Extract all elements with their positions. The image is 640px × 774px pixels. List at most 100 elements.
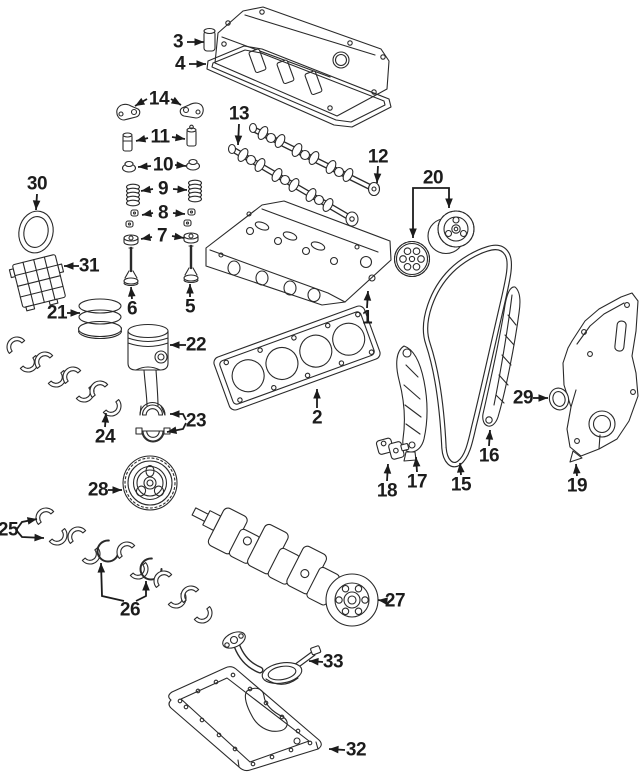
part-oil-pan (168, 666, 322, 772)
callout-25-arrowhead (34, 533, 44, 542)
callout-30-arrowhead (32, 200, 41, 210)
callout-16-arrowhead (485, 430, 494, 440)
callout-31[interactable]: 31 (78, 255, 100, 277)
callout-11[interactable]: 11 (150, 126, 170, 148)
callout-9-arrowhead (141, 185, 151, 194)
callout-17[interactable]: 17 (406, 471, 428, 493)
callout-25-arrowhead (26, 517, 37, 525)
callout-27[interactable]: 27 (384, 590, 406, 612)
callout-7[interactable]: 7 (156, 225, 168, 247)
callout-15[interactable]: 15 (450, 474, 472, 496)
callout-32[interactable]: 32 (345, 739, 367, 761)
callout-7-arrowhead (141, 233, 152, 242)
callout-20[interactable]: 20 (422, 167, 444, 189)
callout-26-arrowhead (142, 581, 150, 591)
part-crank-rear-seal (18, 210, 54, 254)
part-crank-front-seal (548, 387, 570, 411)
part-valves (123, 244, 199, 287)
callout-29-arrowhead (538, 394, 548, 402)
part-rocker-arms (116, 102, 204, 121)
callout-5-arrowhead (186, 284, 194, 294)
part-valve-cover-gasket (206, 45, 392, 128)
part-lash-adjusters (122, 124, 197, 152)
part-piston-connecting-rod (127, 323, 171, 443)
callout-13[interactable]: 13 (228, 103, 250, 125)
callout-17-arrowhead (412, 457, 421, 467)
callout-23-arrowhead (167, 426, 178, 434)
callout-12[interactable]: 12 (367, 146, 389, 168)
callout-21-arrowhead (70, 309, 80, 317)
callout-30[interactable]: 30 (26, 173, 48, 195)
part-crankshaft (191, 507, 379, 627)
callout-24[interactable]: 24 (94, 426, 116, 448)
callout-24-arrowhead (101, 413, 110, 423)
callout-31-arrowhead (64, 262, 74, 270)
callout-26-leader (135, 581, 147, 602)
callout-15-arrowhead (457, 463, 465, 473)
part-spring-retainers (121, 158, 201, 173)
part-valve-springs (125, 179, 203, 207)
callout-29[interactable]: 29 (512, 387, 534, 409)
callout-3[interactable]: 3 (172, 31, 184, 53)
callout-28[interactable]: 28 (87, 479, 109, 501)
part-head-gasket (213, 305, 381, 411)
callout-8-arrowhead (175, 209, 185, 217)
callout-20-leader (433, 187, 450, 208)
callout-19[interactable]: 19 (566, 475, 588, 497)
callout-21[interactable]: 21 (46, 302, 68, 324)
callout-2[interactable]: 2 (311, 407, 323, 429)
callout-18-arrowhead (383, 464, 392, 474)
callout-23[interactable]: 23 (185, 410, 207, 432)
callout-7-arrowhead (174, 232, 184, 241)
part-oil-pickup-tube (222, 631, 322, 685)
callout-14-arrowhead (170, 96, 181, 105)
callout-4-arrowhead (196, 60, 206, 68)
callout-9[interactable]: 9 (157, 178, 169, 200)
callout-13-arrowhead (234, 135, 243, 145)
part-spring-seats (123, 232, 199, 246)
part-camshaft-13 (227, 143, 359, 227)
callout-10-arrowhead (138, 162, 148, 171)
callout-11-arrowhead (136, 135, 147, 143)
callout-10[interactable]: 10 (152, 154, 174, 176)
callout-20-leader (412, 187, 433, 238)
callout-27-arrowhead (378, 597, 388, 605)
callout-4[interactable]: 4 (174, 53, 186, 75)
part-engine-support-bracket (8, 254, 66, 312)
part-camshaft-12 (248, 122, 381, 197)
callout-33[interactable]: 33 (322, 651, 344, 673)
callout-9-arrowhead (177, 185, 187, 194)
callout-6[interactable]: 6 (126, 298, 138, 320)
callout-32-arrowhead (329, 745, 339, 754)
part-valve-keepers (125, 208, 196, 228)
callout-33-arrowhead (309, 657, 319, 666)
callout-1[interactable]: 1 (361, 307, 373, 329)
callout-8[interactable]: 8 (157, 202, 169, 224)
callout-12-arrowhead (373, 173, 382, 183)
callout-26[interactable]: 26 (119, 599, 141, 621)
callout-14[interactable]: 14 (148, 88, 170, 110)
callout-18[interactable]: 18 (376, 480, 398, 502)
callout-5[interactable]: 5 (184, 296, 196, 318)
callout-19-arrowhead (573, 464, 581, 474)
callout-23-arrowhead (170, 410, 180, 418)
callout-28-arrowhead (112, 486, 122, 494)
callout-1-arrowhead (363, 291, 372, 301)
part-cylinder-head (205, 200, 392, 306)
part-cam-sprockets (393, 210, 475, 278)
part-piston-rings (77, 298, 123, 340)
callout-25[interactable]: 25 (0, 519, 19, 541)
callout-20-arrowhead (445, 198, 453, 208)
callout-20-arrowhead (409, 228, 417, 238)
callout-22[interactable]: 22 (185, 334, 207, 356)
callout-10-arrowhead (176, 161, 186, 169)
callout-14-arrowhead (135, 97, 146, 106)
callout-6-arrowhead (128, 287, 136, 297)
part-chain-tensioner (375, 437, 410, 460)
part-chain-tensioner-arm (396, 345, 428, 462)
callout-16[interactable]: 16 (478, 445, 500, 467)
part-main-bearings-lower (31, 503, 217, 628)
